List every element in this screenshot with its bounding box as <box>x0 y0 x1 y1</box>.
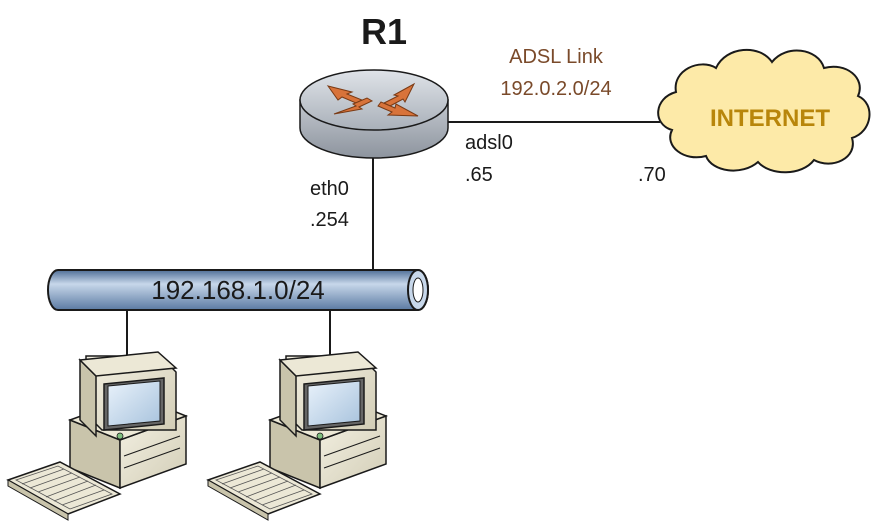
router-icon[interactable] <box>299 69 449 159</box>
internet-cloud-icon[interactable]: INTERNET <box>657 48 871 174</box>
eth0-host-address: .254 <box>310 209 349 231</box>
lan-subnet-label: 192.168.1.0/24 <box>151 275 325 305</box>
workstation-1-icon[interactable] <box>6 351 189 521</box>
adsl0-interface-name: adsl0 <box>465 132 513 154</box>
internet-label: INTERNET <box>710 105 830 132</box>
remote-host-address: .70 <box>638 164 666 186</box>
lan-segment[interactable] <box>47 269 429 311</box>
eth0-interface-name: eth0 <box>310 178 349 200</box>
router-arrows-icon <box>326 82 419 117</box>
adsl0-host-address: .65 <box>465 164 493 186</box>
router-name: R1 <box>361 11 407 52</box>
workstation-2-icon[interactable] <box>206 351 389 521</box>
wan-link-subnet: 192.0.2.0/24 <box>500 78 611 100</box>
wan-link-name: ADSL Link <box>509 46 604 68</box>
